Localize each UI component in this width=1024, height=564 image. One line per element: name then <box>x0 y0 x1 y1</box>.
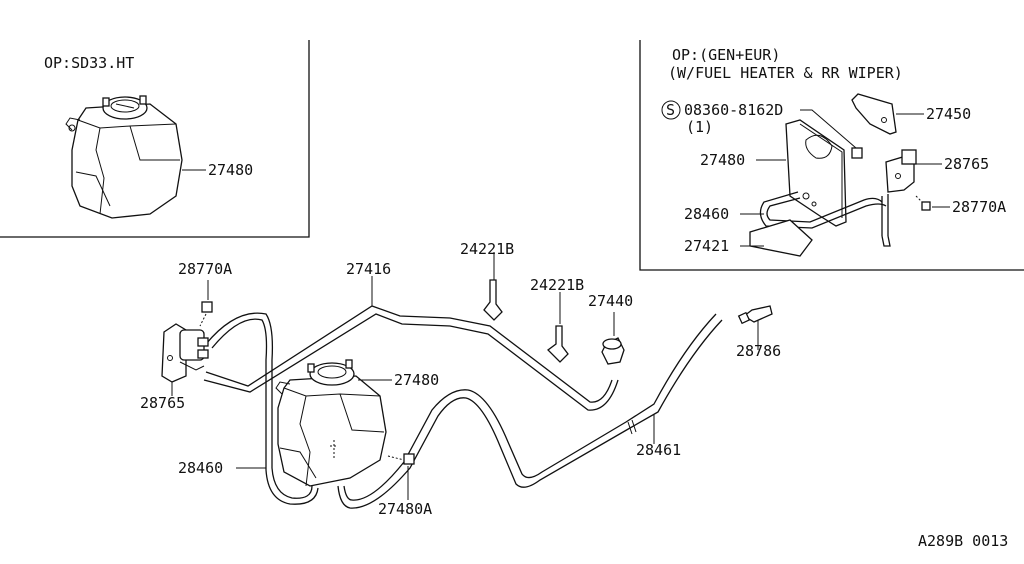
hose-28461 <box>337 313 723 509</box>
screw-quantity: (1) <box>686 118 713 136</box>
left-inset-option-label: OP:SD33.HT <box>44 54 134 72</box>
nozzle-28786 <box>737 305 773 325</box>
right-inset-bracket <box>851 93 897 135</box>
screw-part-number: 08360-8162D <box>684 101 783 119</box>
hose-left-label: 28460 <box>178 459 223 477</box>
right-inset-screw-label: 28770A <box>952 198 1006 216</box>
right-inset-nut <box>851 147 863 159</box>
right-inset-tank <box>785 119 847 227</box>
motor-28765 <box>161 323 209 383</box>
tube-27416 <box>203 305 619 505</box>
check-valve-label: 27440 <box>588 292 633 310</box>
right-inset-base <box>749 219 813 257</box>
right-inset-screw <box>915 195 931 211</box>
screw-top-label: 28770A <box>178 260 232 278</box>
clip-a-label: 24221B <box>460 240 514 258</box>
tank-label: 27480 <box>394 371 439 389</box>
diagram-code: A289B 0013 <box>918 532 1008 550</box>
tank-27480 <box>275 359 387 487</box>
right-inset-motor-label: 28765 <box>944 155 989 173</box>
right-inset-frame <box>639 40 1024 271</box>
left-inset-tank <box>65 95 183 219</box>
nozzle-label: 28786 <box>736 342 781 360</box>
tank-bolt-27480a <box>387 453 415 465</box>
right-inset-motor <box>885 149 917 193</box>
clip-24221b-b <box>547 325 569 363</box>
check-valve-27440 <box>601 337 625 365</box>
right-inset-base-label: 27421 <box>684 237 729 255</box>
right-inset-tank-label: 27480 <box>700 151 745 169</box>
right-inset-bracket-label: 27450 <box>926 105 971 123</box>
screw-leader <box>800 109 857 149</box>
left-inset-frame <box>0 40 310 238</box>
tank-bolt-label: 27480A <box>378 500 432 518</box>
screw-28770a <box>199 301 213 327</box>
right-inset-hose-label: 28460 <box>684 205 729 223</box>
right-inset-option-label: OP:(GEN+EUR) <box>672 46 780 64</box>
right-inset-option-detail: (W/FUEL HEATER & RR WIPER) <box>668 64 903 82</box>
motor-label: 28765 <box>140 394 185 412</box>
tube-top-label: 27416 <box>346 260 391 278</box>
clip-b-label: 24221B <box>530 276 584 294</box>
hose-right-label: 28461 <box>636 441 681 459</box>
clip-24221b-a <box>483 279 503 321</box>
left-inset-part-label: 27480 <box>208 161 253 179</box>
screw-symbol: S <box>666 101 675 119</box>
screw-symbol-circle <box>661 100 681 120</box>
